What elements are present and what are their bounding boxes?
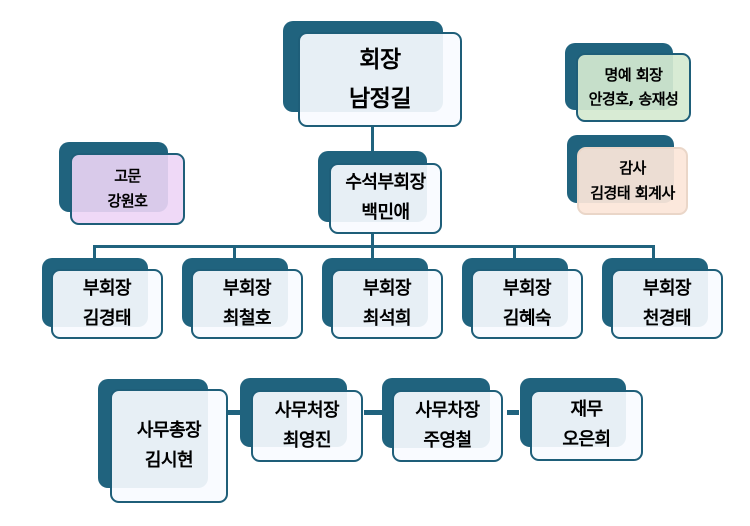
connector-drop-2 bbox=[233, 247, 236, 259]
node-title: 부회장 bbox=[82, 277, 132, 299]
node-name: 최영진 bbox=[282, 429, 332, 451]
node-box: 부회장 최석희 bbox=[331, 269, 443, 339]
node-box: 사무총장 김시현 bbox=[110, 389, 228, 503]
node-title: 고문 bbox=[114, 167, 141, 186]
node-name: 김경태 회계사 bbox=[590, 183, 675, 202]
node-title: 수석부회장 bbox=[345, 172, 426, 194]
connector-chairman-to-svc bbox=[371, 127, 374, 152]
node-name: 백민애 bbox=[361, 202, 410, 223]
connector-dash-1 bbox=[227, 410, 241, 415]
connector-drop-3 bbox=[371, 247, 374, 259]
node-title: 회장 bbox=[359, 46, 401, 73]
connector-svc-to-bus bbox=[371, 234, 374, 246]
node-name: 김혜숙 bbox=[502, 307, 552, 329]
node-title: 감사 bbox=[619, 159, 646, 178]
node-title: 부회장 bbox=[222, 277, 272, 299]
node-box: 사무차장 주영철 bbox=[392, 390, 503, 462]
node-title: 부회장 bbox=[642, 277, 692, 299]
connector-drop-1 bbox=[93, 247, 96, 259]
connector-dash-3 bbox=[507, 410, 519, 415]
node-name: 천경태 bbox=[642, 307, 692, 329]
node-box: 부회장 최철호 bbox=[191, 269, 303, 339]
connector-drop-4 bbox=[513, 247, 516, 259]
node-name: 최철호 bbox=[222, 307, 272, 329]
connector-drop-5 bbox=[652, 247, 655, 259]
node-name: 김시현 bbox=[144, 449, 194, 471]
node-title: 사무차장 bbox=[415, 399, 480, 421]
node-box: 수석부회장 백민애 bbox=[329, 163, 442, 234]
node-name: 김경태 bbox=[82, 307, 132, 329]
node-box: 회장 남정길 bbox=[298, 32, 462, 127]
node-box: 재무 오은희 bbox=[530, 390, 643, 461]
node-name: 최석희 bbox=[362, 307, 412, 329]
node-name: 남정길 bbox=[349, 86, 411, 112]
node-title: 재무 bbox=[570, 399, 603, 421]
node-title: 사무처장 bbox=[274, 399, 340, 421]
node-name: 오은희 bbox=[562, 429, 611, 450]
node-name: 안경호, 송재성 bbox=[588, 90, 679, 108]
node-title: 명예 회장 bbox=[604, 65, 663, 84]
node-name: 주영철 bbox=[423, 429, 472, 451]
node-box: 고문 강원호 bbox=[70, 153, 185, 225]
node-title: 부회장 bbox=[502, 277, 552, 299]
node-box: 부회장 김혜숙 bbox=[471, 269, 583, 339]
node-name: 강원호 bbox=[107, 191, 148, 210]
connector-bus bbox=[93, 245, 655, 248]
node-box: 감사 김경태 회계사 bbox=[577, 147, 688, 215]
node-box: 사무처장 최영진 bbox=[251, 390, 363, 462]
connector-dash-2 bbox=[364, 410, 383, 415]
node-box: 부회장 천경태 bbox=[611, 269, 723, 339]
node-title: 사무총장 bbox=[136, 419, 202, 441]
node-title: 부회장 bbox=[362, 277, 412, 299]
node-box: 부회장 김경태 bbox=[51, 269, 163, 339]
node-box: 명예 회장 안경호, 송재성 bbox=[576, 53, 691, 122]
